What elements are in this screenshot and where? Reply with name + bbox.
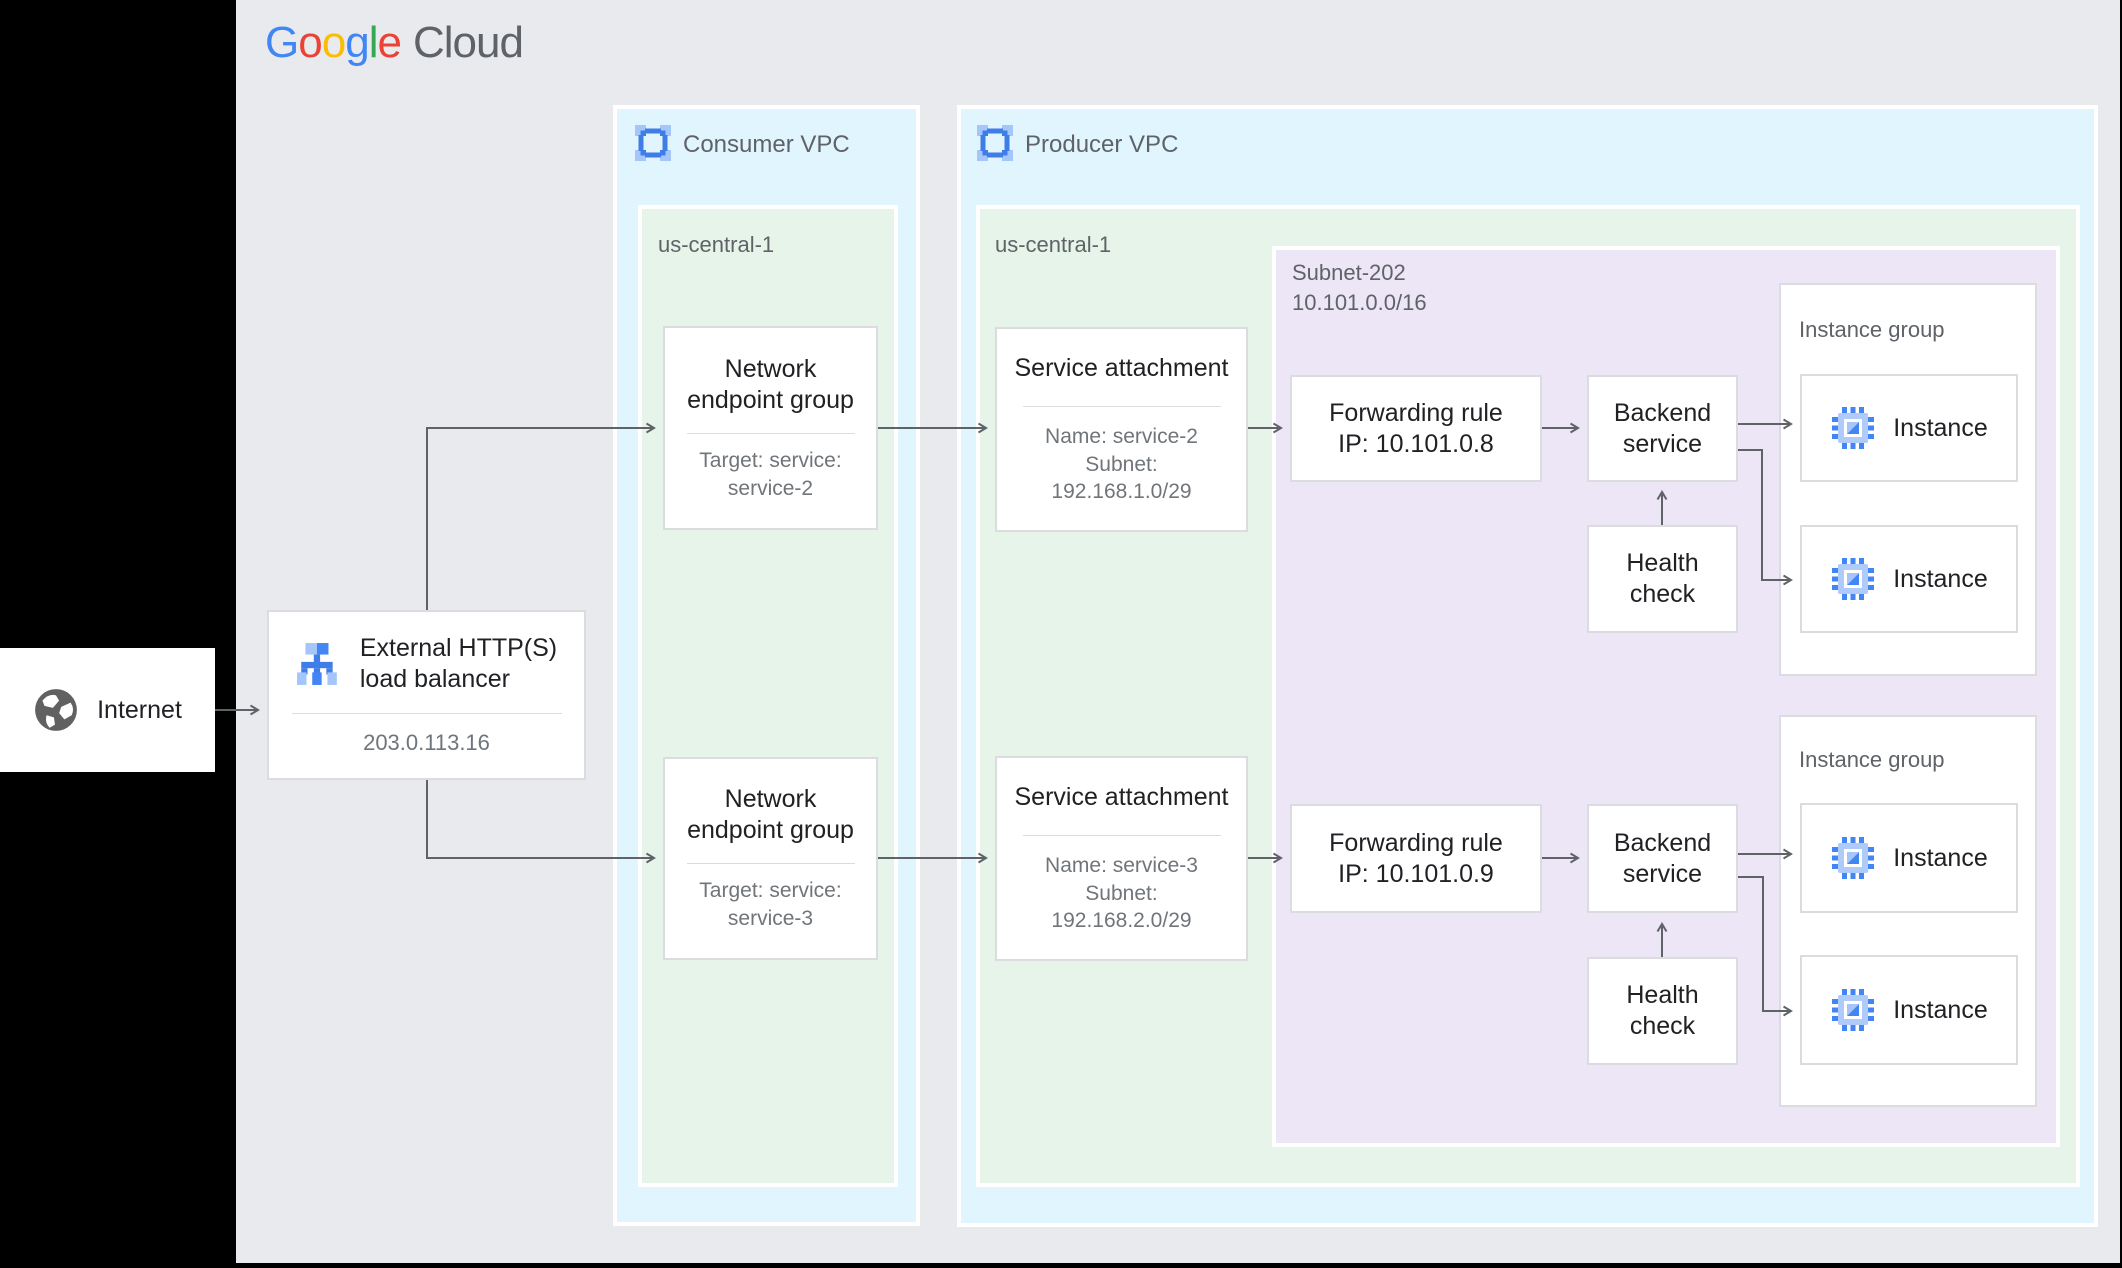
logo-letter: G xyxy=(265,18,299,67)
service-attachment-2: Service attachment Name: service-3 Subne… xyxy=(995,756,1248,961)
service-attachment-details: Name: service-2 Subnet: 192.168.1.0/29 xyxy=(1045,424,1198,504)
load-balancer-ip: 203.0.113.16 xyxy=(363,729,490,755)
neg-target: Target: service: service-2 xyxy=(699,448,842,500)
health-check-text: Health check xyxy=(1626,549,1699,608)
compute-instance-icon xyxy=(1832,558,1875,600)
logo-cloud-text: Cloud xyxy=(412,18,524,67)
logo-letter: g xyxy=(345,18,370,67)
backend-service-1: Backend service xyxy=(1587,375,1738,482)
backend-service-text: Backend service xyxy=(1613,828,1712,888)
health-check-2: Health check xyxy=(1587,957,1738,1065)
load-balancer-title: External HTTP(S) load balancer xyxy=(359,633,558,693)
divider xyxy=(291,712,562,714)
health-check-text: Health check xyxy=(1626,981,1699,1040)
consumer-region-label: us-central-1 xyxy=(658,232,775,257)
network-endpoint-group-2: Network endpoint group Target: service: … xyxy=(663,757,878,960)
compute-instance-icon xyxy=(1832,407,1875,449)
google-cloud-logo: G o o g l e Cloud xyxy=(265,18,524,68)
internet-node: Internet xyxy=(0,648,215,772)
instance-label: Instance xyxy=(1893,843,1988,872)
load-balancer-icon xyxy=(296,643,337,685)
vpc-icon xyxy=(635,125,671,161)
forwarding-rule-text: Forwarding rule IP: 10.101.0.9 xyxy=(1329,828,1503,888)
service-attachment-1: Service attachment Name: service-2 Subne… xyxy=(995,327,1248,532)
instance-2b: Instance xyxy=(1800,955,2018,1065)
producer-vpc-label: Producer VPC xyxy=(1025,131,1179,158)
service-attachment-title: Service attachment xyxy=(1014,353,1229,382)
health-check-1: Health check xyxy=(1587,525,1738,633)
neg-title: Network endpoint group xyxy=(687,785,854,845)
internet-label: Internet xyxy=(97,695,182,724)
backend-service-2: Backend service xyxy=(1587,804,1738,913)
instance-2a: Instance xyxy=(1800,803,2018,913)
neg-target: Target: service: service-3 xyxy=(699,879,842,930)
logo-letter: l xyxy=(368,18,379,67)
logo-letter: e xyxy=(377,18,402,67)
backend-service-text: Backend service xyxy=(1613,398,1712,458)
instance-group-2-label: Instance group xyxy=(1799,747,1945,772)
neg-title: Network endpoint group xyxy=(687,354,854,414)
instance-group-1-label: Instance group xyxy=(1799,317,1945,342)
instance-label: Instance xyxy=(1893,995,1988,1024)
logo-letter: o xyxy=(298,18,323,67)
load-balancer-node: External HTTP(S) load balancer 203.0.113… xyxy=(267,610,586,780)
forwarding-rule-1: Forwarding rule IP: 10.101.0.8 xyxy=(1290,375,1542,482)
forwarding-rule-text: Forwarding rule IP: 10.101.0.8 xyxy=(1329,398,1503,458)
divider xyxy=(1022,834,1221,836)
instance-label: Instance xyxy=(1893,564,1988,593)
producer-region-label: us-central-1 xyxy=(995,232,1112,257)
forwarding-rule-2: Forwarding rule IP: 10.101.0.9 xyxy=(1290,804,1542,913)
globe-icon xyxy=(35,689,78,731)
instance-1a: Instance xyxy=(1800,374,2018,482)
divider xyxy=(686,432,855,434)
consumer-vpc-label: Consumer VPC xyxy=(683,131,850,158)
service-attachment-title: Service attachment xyxy=(1014,782,1229,811)
divider xyxy=(1022,405,1221,407)
divider xyxy=(686,863,855,865)
instance-1b: Instance xyxy=(1800,525,2018,633)
service-attachment-details: Name: service-3 Subnet: 192.168.2.0/29 xyxy=(1045,853,1198,933)
compute-instance-icon xyxy=(1832,989,1875,1031)
network-endpoint-group-1: Network endpoint group Target: service: … xyxy=(663,326,878,530)
instance-label: Instance xyxy=(1893,413,1988,442)
logo-letter: o xyxy=(321,18,347,67)
vpc-icon xyxy=(977,125,1013,161)
compute-instance-icon xyxy=(1832,837,1875,879)
subnet-label: Subnet-202 10.101.0.0/16 xyxy=(1292,260,1427,315)
